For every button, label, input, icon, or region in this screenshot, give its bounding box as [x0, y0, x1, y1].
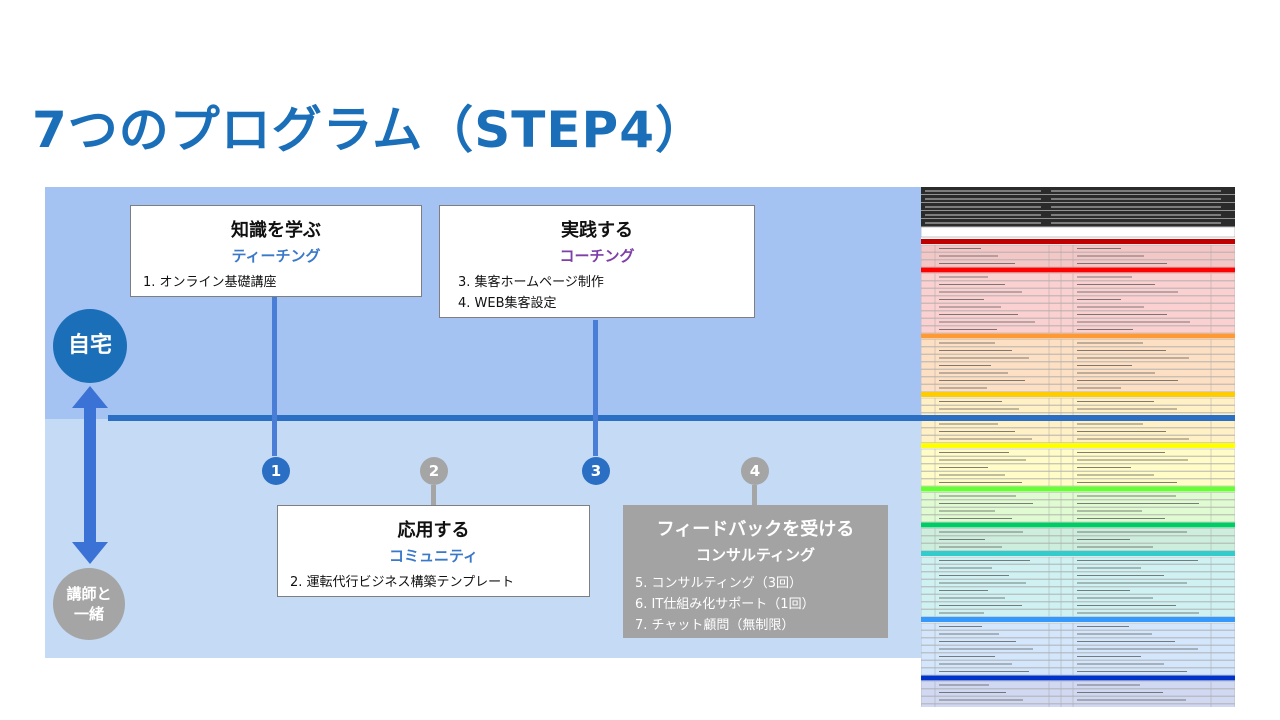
- step2-connector: [431, 485, 436, 505]
- step-title: フィードバックを受ける: [656, 519, 855, 540]
- step1-connector: [272, 296, 277, 456]
- timeline-line: [108, 415, 1235, 421]
- program-item: 7. チャット顧問（無制限）: [635, 618, 795, 633]
- program-item: 5. コンサルティング（3回）: [635, 576, 803, 591]
- step4-connector: [752, 485, 757, 505]
- step-subtitle: コンサルティング: [695, 546, 816, 564]
- step-marker-1: 1: [262, 457, 290, 485]
- home-label: 自宅: [53, 309, 127, 383]
- step-box-community: 応用する コミュニティ 2. 運転代行ビジネス構築テンプレート: [277, 505, 590, 597]
- program-item: 2. 運転代行ビジネス構築テンプレート: [290, 575, 515, 590]
- step-title: 応用する: [397, 520, 470, 541]
- step-subtitle: コーチング: [559, 247, 635, 265]
- double-arrow-icon: [72, 386, 108, 564]
- step-box-coaching: 実践する コーチング 3. 集客ホームページ制作 4. WEB集客設定: [439, 205, 755, 318]
- step-box-teaching: 知識を学ぶ ティーチング 1. オンライン基礎講座: [130, 205, 422, 297]
- step-title: 知識を学ぶ: [231, 220, 321, 241]
- step-marker-2: 2: [420, 457, 448, 485]
- program-item: 4. WEB集客設定: [458, 296, 557, 311]
- curriculum-spreadsheet-thumbnail: [921, 187, 1235, 707]
- program-item: 3. 集客ホームページ制作: [458, 275, 604, 290]
- step-marker-3: 3: [582, 457, 610, 485]
- step-title: 実践する: [561, 220, 633, 241]
- with-teacher-label-line2: 一緒: [73, 605, 104, 623]
- with-teacher-label: 講師と 一緒: [53, 568, 125, 640]
- page-title: 7つのプログラム（STEP4）: [32, 101, 706, 159]
- step-subtitle: ティーチング: [231, 247, 321, 265]
- step-marker-4: 4: [741, 457, 769, 485]
- program-item: 1. オンライン基礎講座: [143, 275, 277, 290]
- step3-connector: [593, 320, 598, 456]
- with-teacher-label-line1: 講師と: [66, 585, 112, 603]
- program-item: 6. IT仕組み化サポート（1回）: [635, 597, 815, 612]
- step-subtitle: コミュニティ: [388, 547, 479, 565]
- step-box-consulting: フィードバックを受ける コンサルティング 5. コンサルティング（3回） 6. …: [623, 505, 888, 638]
